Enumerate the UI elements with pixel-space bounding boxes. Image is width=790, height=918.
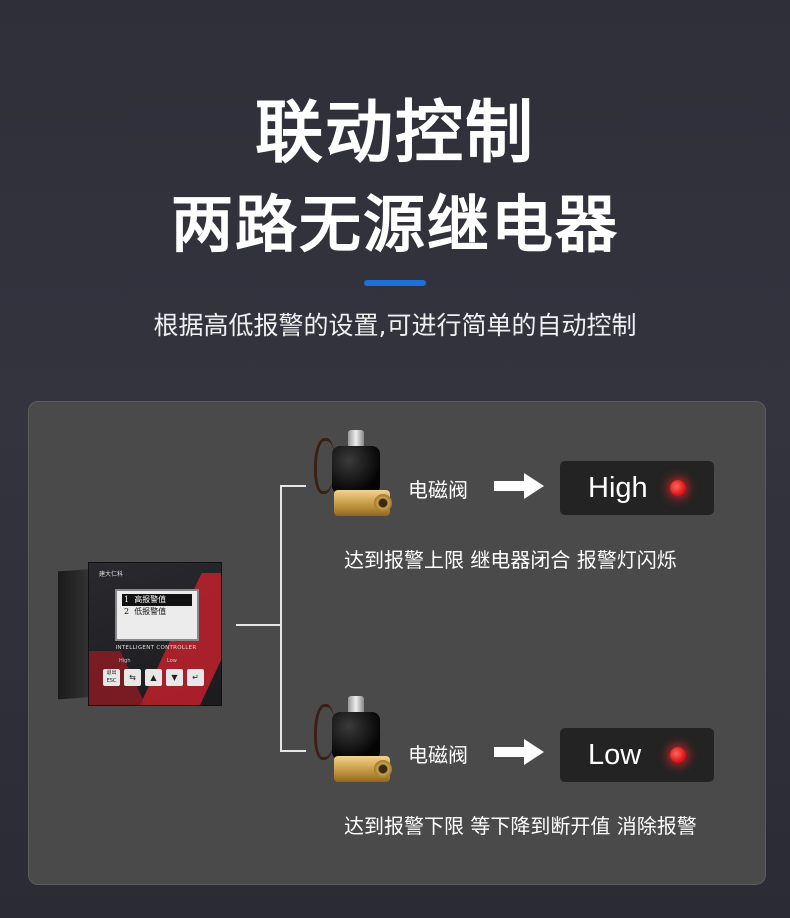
accent-divider — [364, 280, 426, 286]
enter-icon[interactable]: ↵ — [187, 669, 204, 686]
esc-key[interactable]: 退出ESC — [103, 669, 120, 686]
valve-label: 电磁阀 — [408, 478, 468, 502]
solenoid-valve-icon — [310, 694, 410, 794]
low-caption: 达到报警下限 等下降到断开值 消除报警 — [344, 814, 697, 838]
solenoid-valve-icon — [310, 428, 410, 528]
valve-wire — [314, 704, 335, 760]
row-text: 高报警值 — [134, 595, 167, 604]
valve-port — [374, 760, 392, 778]
badge-text: High — [588, 472, 648, 504]
down-arrow-icon[interactable]: ▼ — [166, 669, 183, 686]
low-status-badge: Low — [560, 728, 714, 782]
up-arrow-icon[interactable]: ▲ — [145, 669, 162, 686]
right-arrow-icon — [494, 473, 544, 499]
controller-screen: 1 高报警值 2 低报警值 — [115, 589, 199, 641]
connector-line — [280, 750, 306, 752]
controller-brand: 建大仁科 — [99, 571, 124, 578]
connector-line — [236, 624, 280, 626]
controller-device: 建大仁科 1 高报警值 2 低报警值 INTELLIGENT CONTROLLE… — [58, 562, 224, 706]
page-title: 联动控制 — [254, 94, 535, 173]
badge-text: Low — [588, 739, 642, 771]
alarm-led-icon — [670, 480, 686, 496]
controller-face: 建大仁科 1 高报警值 2 低报警值 INTELLIGENT CONTROLLE… — [88, 562, 222, 706]
screen-row: 2 低报警值 — [122, 606, 192, 618]
valve-coil — [332, 712, 380, 760]
row-number: 1 — [124, 595, 130, 604]
high-indicator-label: High — [119, 658, 131, 664]
valve-coil — [332, 446, 380, 494]
high-caption: 达到报警上限 继电器闭合 报警灯闪烁 — [344, 548, 677, 572]
alarm-led-icon — [670, 747, 686, 763]
valve-top — [348, 696, 364, 714]
valve-top — [348, 430, 364, 448]
connector-line — [280, 485, 306, 487]
controller-keypad: 退出ESC ⇆ ▲ ▼ ↵ — [103, 669, 204, 686]
valve-wire — [314, 438, 335, 494]
shift-icon[interactable]: ⇆ — [124, 669, 141, 686]
page-subtitle-title: 两路无源继电器 — [170, 188, 619, 261]
row-number: 2 — [124, 607, 130, 616]
valve-label: 电磁阀 — [408, 743, 468, 767]
low-indicator-label: Low — [167, 658, 177, 664]
screen-row: 1 高报警值 — [122, 594, 192, 606]
connector-line — [280, 485, 282, 751]
description: 根据高低报警的设置,可进行简单的自动控制 — [153, 311, 637, 340]
controller-label: INTELLIGENT CONTROLLER — [115, 645, 197, 651]
right-arrow-icon — [494, 739, 544, 765]
high-status-badge: High — [560, 461, 714, 515]
row-text: 低报警值 — [134, 607, 167, 616]
valve-port — [374, 494, 392, 512]
